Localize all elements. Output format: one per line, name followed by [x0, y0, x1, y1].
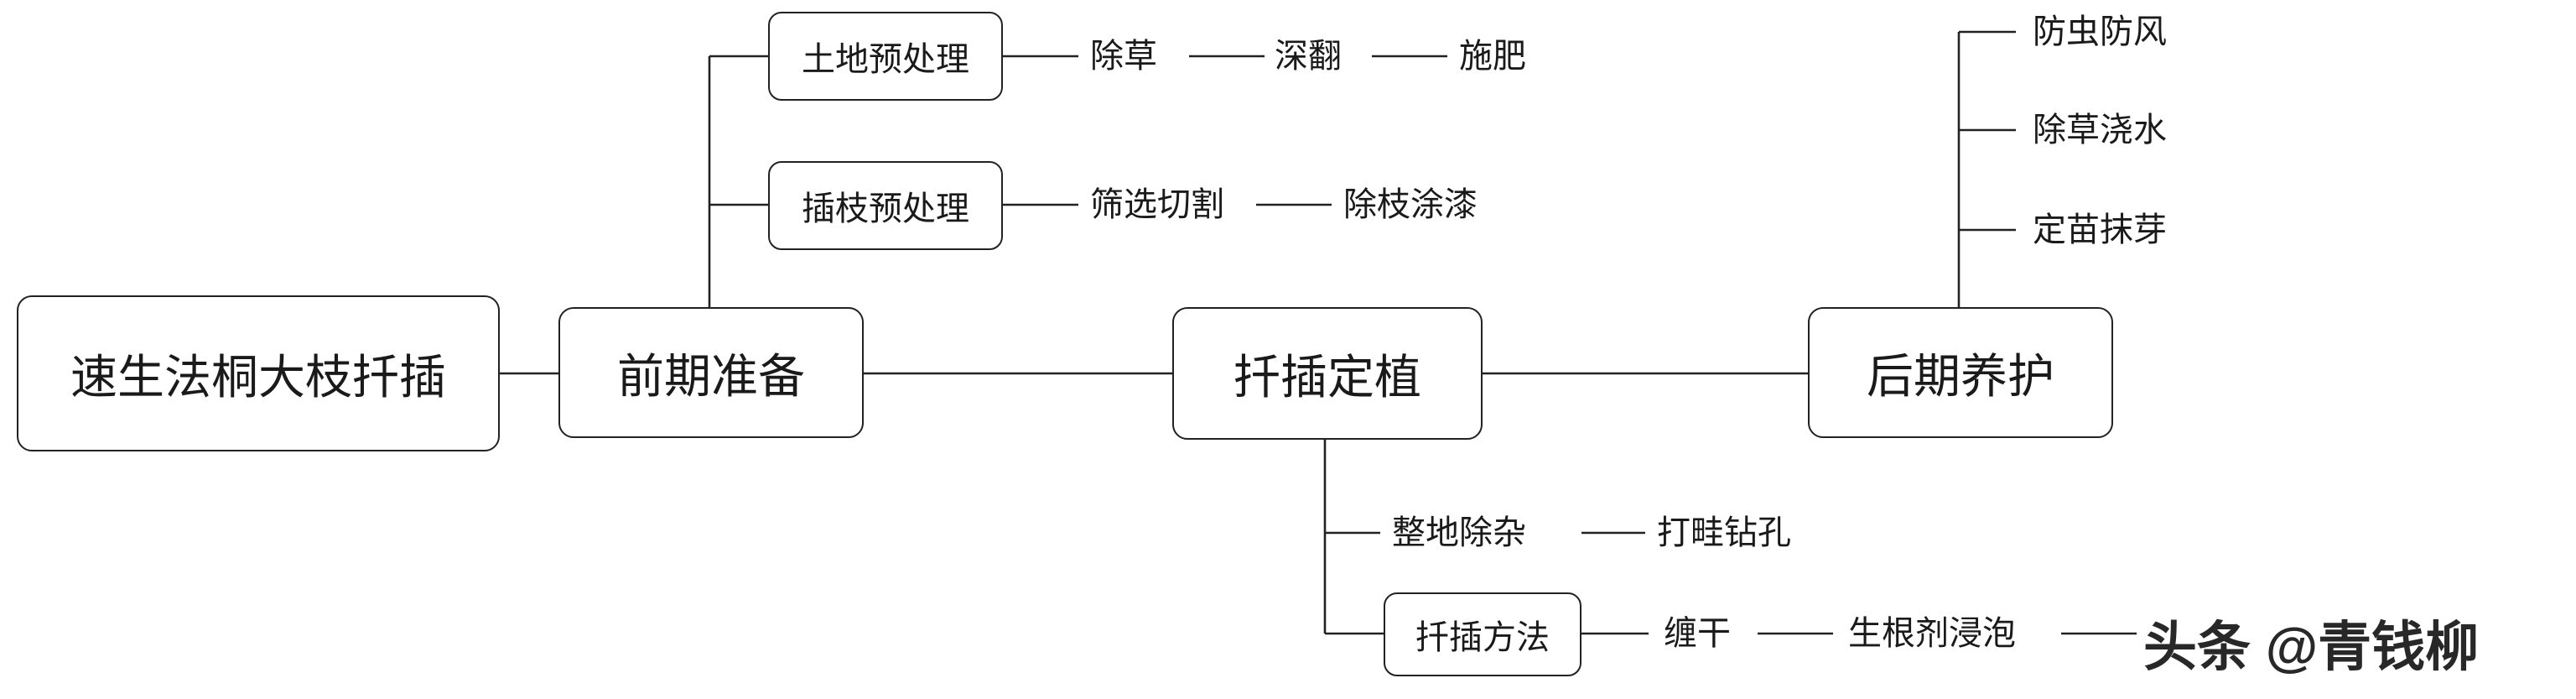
- aftercare-item: 定苗抹芽: [2033, 211, 2167, 249]
- step-text: 深翻: [1275, 37, 1342, 76]
- watermark-text: 头条 @青钱柳: [2143, 617, 2480, 677]
- substep-label-method: 扦插方法: [1415, 618, 1550, 657]
- substep-node-soil: 土地预处理: [768, 12, 1003, 101]
- substep-label-cutting: 插枝预处理: [802, 190, 969, 228]
- step-text: 筛选切割: [1090, 185, 1224, 224]
- substep-node-cutting: 插枝预处理: [768, 161, 1003, 250]
- step-text: 生根剂浸泡: [1848, 614, 2016, 653]
- step-text: 整地除杂: [1392, 514, 1526, 552]
- step-text: 施肥: [1459, 37, 1526, 76]
- root-node: 速生法桐大枝扦插: [17, 295, 500, 451]
- step-text: 缠干: [1664, 614, 1731, 653]
- stage-node-planting: 扦插定植: [1172, 307, 1483, 440]
- step-text: 除草: [1090, 37, 1157, 76]
- step-text: 除枝涂漆: [1343, 185, 1478, 224]
- stage-label-prep: 前期准备: [617, 349, 805, 404]
- root-label: 速生法桐大枝扦插: [70, 350, 446, 405]
- aftercare-item: 除草浇水: [2033, 111, 2167, 149]
- substep-label-soil: 土地预处理: [802, 40, 969, 79]
- stage-label-planting: 扦插定植: [1233, 350, 1421, 405]
- aftercare-item: 防虫防风: [2033, 13, 2167, 51]
- stage-node-aftercare: 后期养护: [1808, 307, 2113, 438]
- substep-node-method: 扦插方法: [1384, 592, 1581, 676]
- stage-label-aftercare: 后期养护: [1867, 349, 2054, 404]
- stage-node-prep: 前期准备: [558, 307, 864, 438]
- step-text: 打畦钻孔: [1657, 514, 1791, 552]
